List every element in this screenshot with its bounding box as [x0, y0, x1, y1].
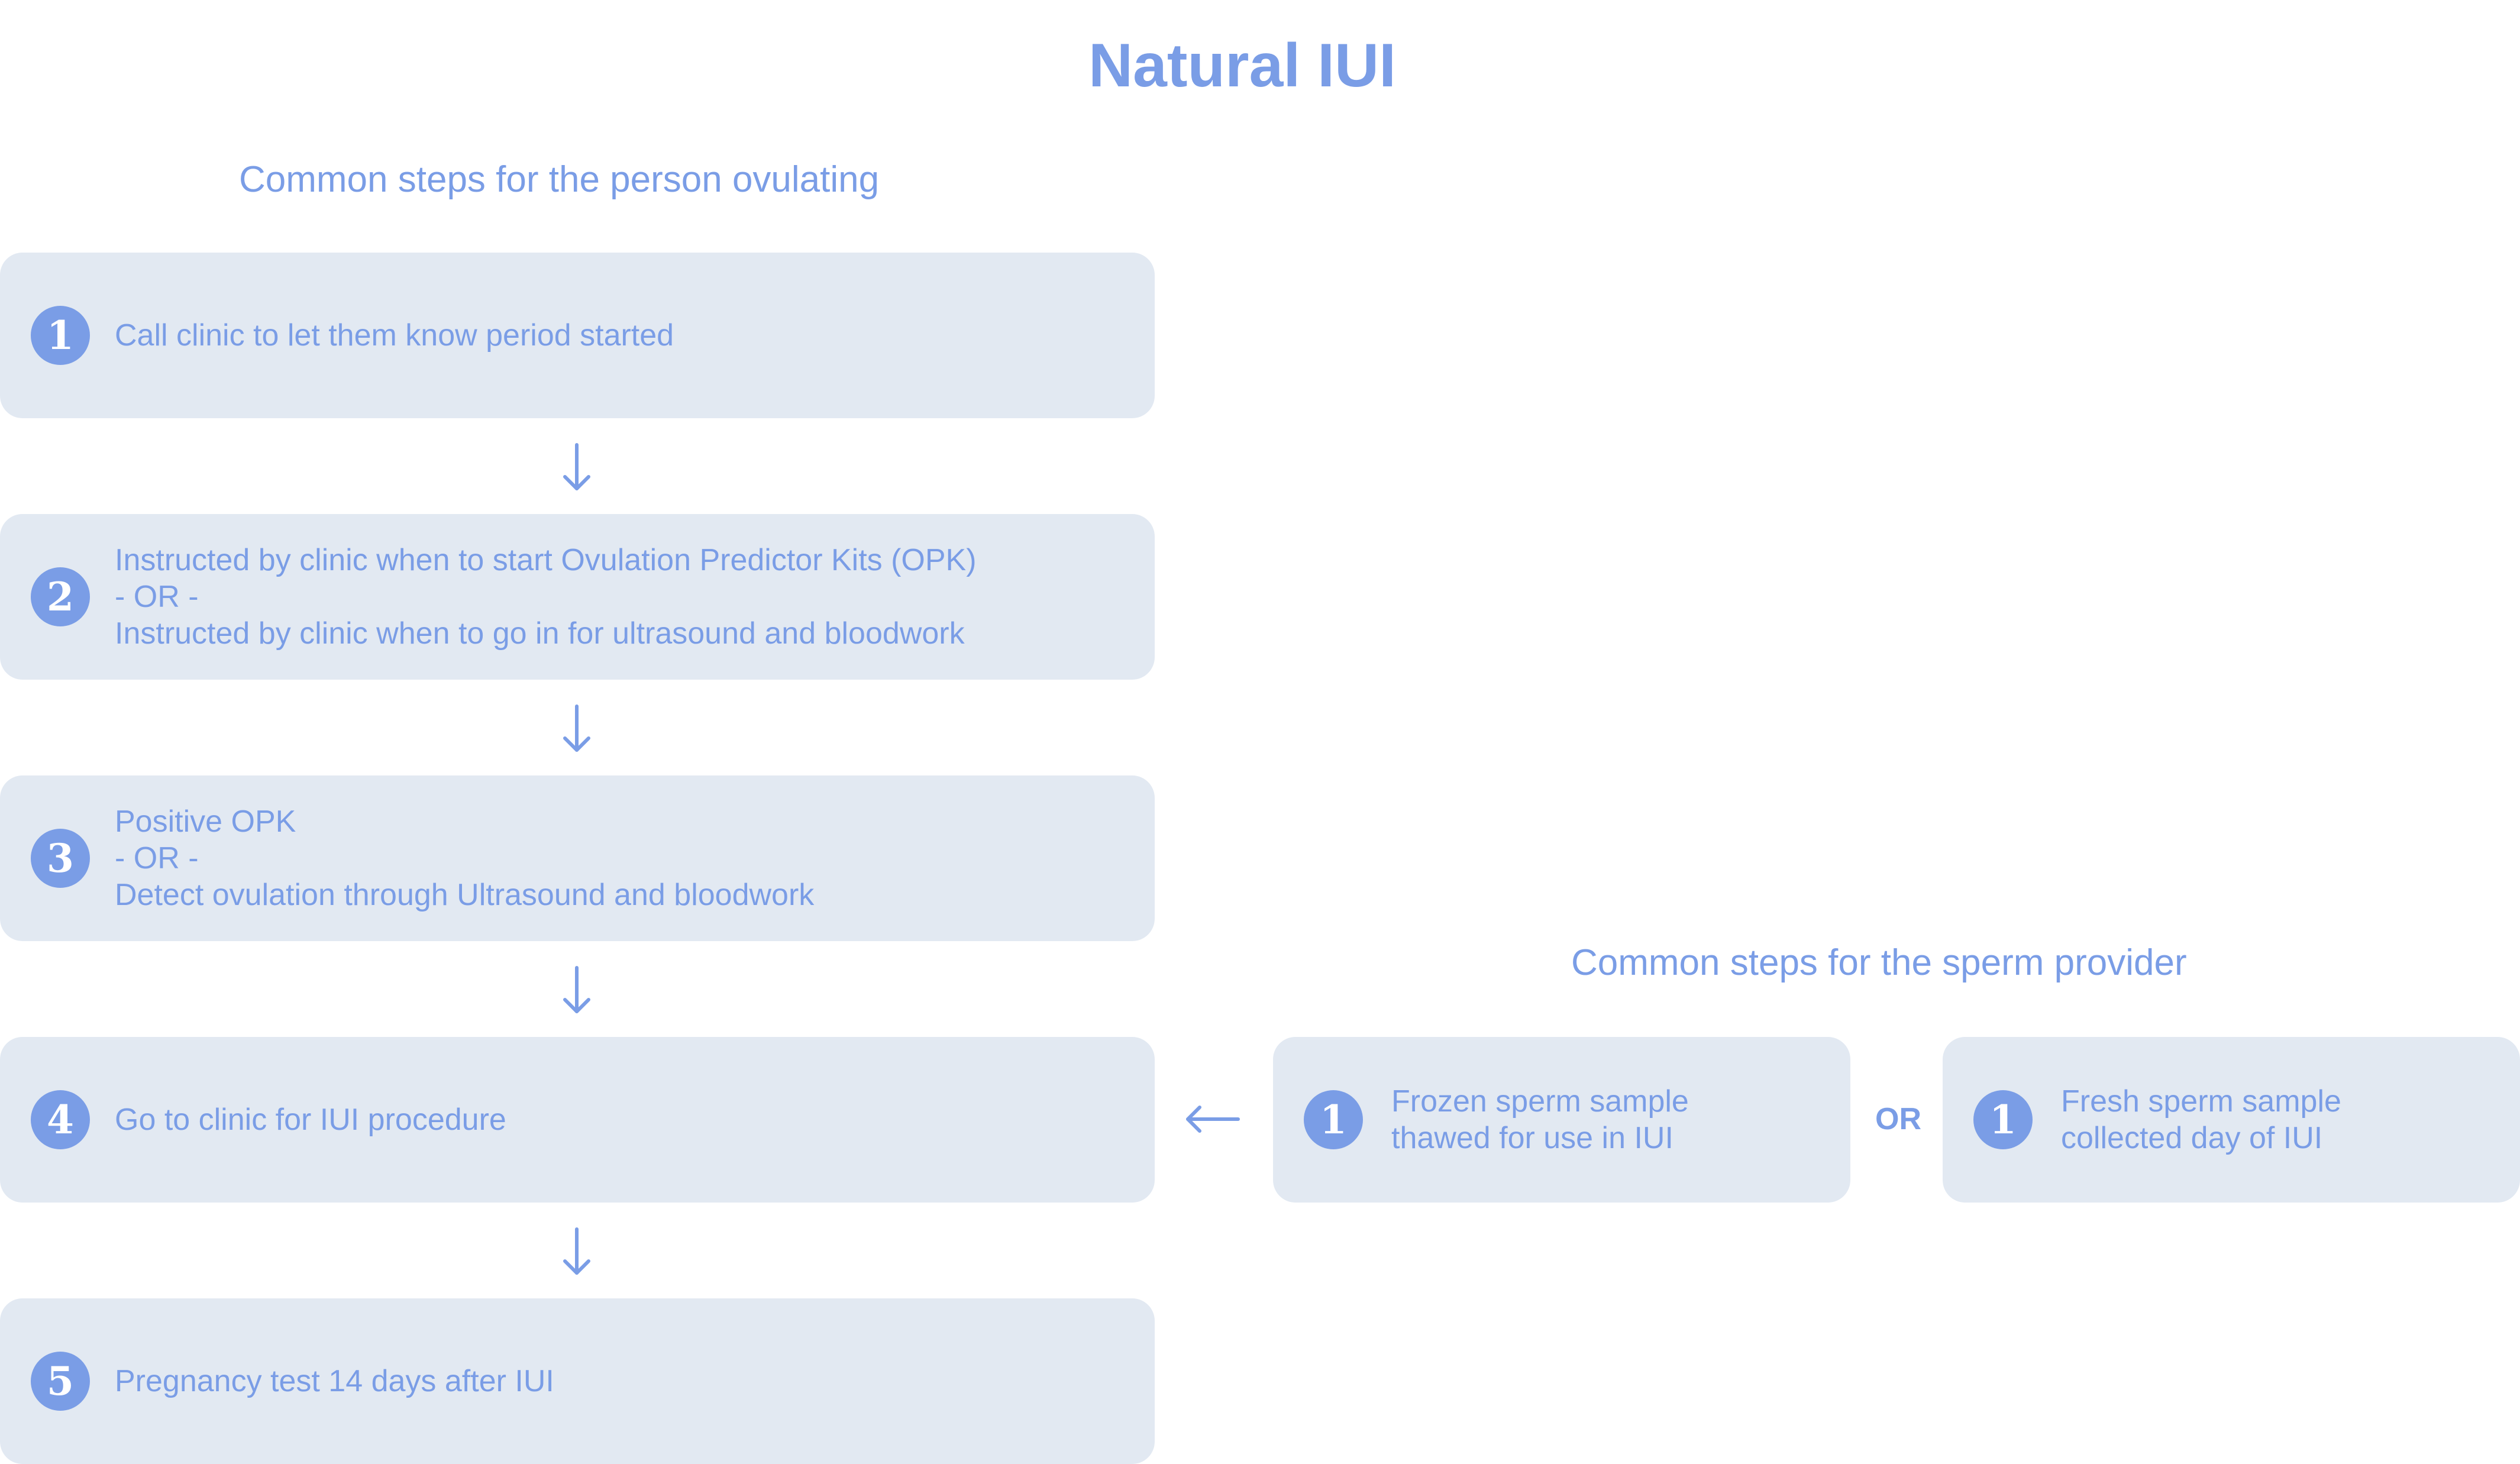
- step-1-text: Call clinic to let them know period star…: [115, 317, 674, 354]
- step-2-or: - OR -: [115, 580, 199, 614]
- arrow-down-2-to-3: [563, 704, 590, 752]
- step-1-line: Call clinic to let them know period star…: [115, 318, 674, 353]
- frozen-sample-text: Frozen sperm sample thawed for use in IU…: [1391, 1083, 1689, 1156]
- step-5-line: Pregnancy test 14 days after IUI: [115, 1364, 554, 1398]
- step-1-box: 1 Call clinic to let them know period st…: [0, 253, 1155, 418]
- fresh-sample-box: 1 Fresh sperm sample collected day of IU…: [1943, 1037, 2520, 1203]
- step-2-text: Instructed by clinic when to start Ovula…: [115, 542, 977, 652]
- step-3-or: - OR -: [115, 841, 199, 875]
- step-4-box: 4 Go to clinic for IUI procedure: [0, 1037, 1155, 1203]
- step-3-line: Positive OPK: [115, 804, 296, 839]
- arrow-down-3-to-4: [563, 966, 590, 1013]
- step-4-number: 4: [31, 1090, 90, 1149]
- frozen-sample-line: Frozen sperm sample: [1391, 1084, 1689, 1119]
- frozen-sample-line: thawed for use in IUI: [1391, 1121, 1673, 1155]
- arrow-down-4-to-5: [563, 1227, 590, 1275]
- sperm-heading: Common steps for the sperm provider: [1571, 942, 2187, 983]
- step-4-line: Go to clinic for IUI procedure: [115, 1103, 506, 1137]
- arrow-down-1-to-2: [563, 443, 590, 490]
- step-4-text: Go to clinic for IUI procedure: [115, 1101, 506, 1138]
- step-3-text: Positive OPK - OR - Detect ovulation thr…: [115, 803, 814, 913]
- frozen-sample-number: 1: [1304, 1090, 1363, 1149]
- diagram-title: Natural IUI: [1088, 31, 1397, 100]
- ovulating-heading: Common steps for the person ovulating: [239, 159, 880, 200]
- step-5-box: 5 Pregnancy test 14 days after IUI: [0, 1298, 1155, 1464]
- arrow-left-sperm-to-step-4: [1186, 1106, 1240, 1133]
- step-2-box: 2 Instructed by clinic when to start Ovu…: [0, 514, 1155, 680]
- step-1-number: 1: [31, 306, 90, 365]
- frozen-sample-box: 1 Frozen sperm sample thawed for use in …: [1273, 1037, 1850, 1203]
- step-5-text: Pregnancy test 14 days after IUI: [115, 1363, 554, 1400]
- or-label: OR: [1875, 1102, 1921, 1136]
- step-2-line: Instructed by clinic when to start Ovula…: [115, 543, 977, 577]
- step-3-box: 3 Positive OPK - OR - Detect ovulation t…: [0, 775, 1155, 941]
- fresh-sample-number: 1: [1973, 1090, 2033, 1149]
- step-2-number: 2: [31, 567, 90, 626]
- step-3-line: Detect ovulation through Ultrasound and …: [115, 878, 815, 912]
- fresh-sample-line: Fresh sperm sample: [2061, 1084, 2341, 1119]
- step-5-number: 5: [31, 1352, 90, 1411]
- fresh-sample-text: Fresh sperm sample collected day of IUI: [2061, 1083, 2341, 1156]
- step-3-number: 3: [31, 829, 90, 888]
- fresh-sample-line: collected day of IUI: [2061, 1121, 2323, 1155]
- step-2-line: Instructed by clinic when to go in for u…: [115, 616, 965, 651]
